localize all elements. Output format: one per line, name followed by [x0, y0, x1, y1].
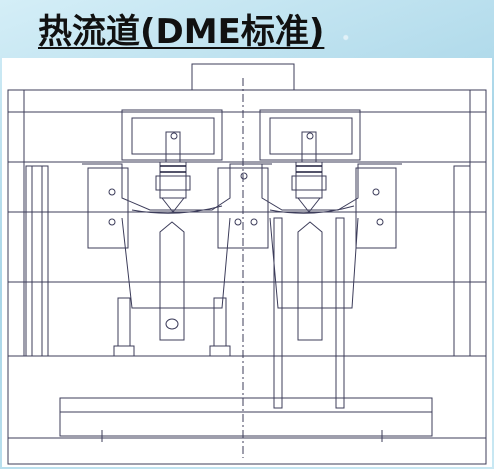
slide-title: 热流道(DME标准) [38, 12, 325, 52]
manifold-block-left-inner [131, 117, 215, 155]
ejector-rod-left [273, 217, 283, 409]
cavity-insert-right [355, 167, 397, 249]
manifold-block-right [259, 109, 361, 161]
pin-hole-left [165, 318, 179, 330]
top-clamp-plate [7, 89, 487, 113]
locating-ring [191, 63, 295, 91]
hot-runner-nozzle-right [291, 131, 327, 213]
cavity-plate [7, 161, 487, 213]
core-plate [7, 211, 487, 283]
core-pin-right [297, 221, 323, 341]
guide-pillar-right [453, 165, 471, 357]
cavity-insert-left [87, 167, 129, 249]
hot-runner-nozzle-left [155, 131, 191, 213]
ejector-retainer [59, 411, 433, 437]
bottom-clamp-plate [7, 437, 487, 465]
core-pin-left [159, 221, 185, 341]
mold-cross-section-svg [7, 63, 487, 465]
ejector-plate [59, 397, 433, 413]
ejector-housing [7, 355, 487, 439]
cavity-insert-center [217, 167, 269, 249]
hot-runner-mold-drawing [2, 58, 492, 467]
support-plate [7, 281, 487, 357]
guide-pillar-left [25, 165, 49, 357]
manifold-block-right-inner [269, 117, 353, 155]
ejector-rod-right [335, 217, 345, 409]
manifold-plate [7, 111, 487, 163]
manifold-block-left [121, 109, 223, 161]
